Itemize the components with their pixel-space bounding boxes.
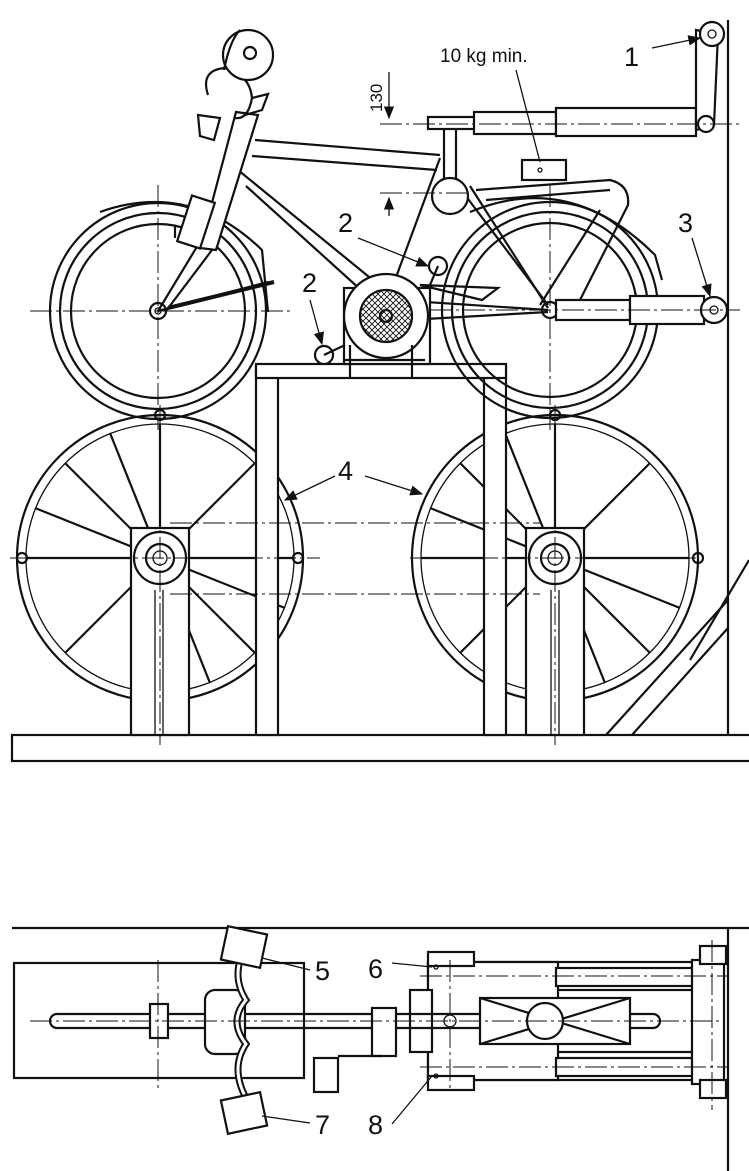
callout-6: 6	[368, 954, 383, 984]
dimension-130: 130	[367, 72, 395, 216]
roller-drum-right	[410, 408, 705, 737]
support-roller-right	[427, 255, 449, 286]
top-view: 5 6 7 8	[12, 924, 749, 1171]
bicycle-fork	[157, 110, 260, 312]
top-center-lines	[30, 940, 728, 1110]
grip-upper	[219, 924, 269, 970]
dimension-label: 130	[367, 84, 386, 112]
callout-7: 7	[315, 1110, 330, 1140]
seat-post	[426, 115, 478, 216]
grip-lower	[219, 1090, 269, 1136]
rear-rack	[475, 158, 630, 306]
callout-1: 1	[624, 42, 639, 72]
upper-restraint-arm	[472, 20, 726, 138]
side-view: 130 1 10 kg min. 2 2 3 4	[10, 20, 749, 763]
support-wall	[605, 20, 749, 736]
base-plate	[10, 733, 749, 763]
callout-5: 5	[315, 956, 330, 986]
callout-2-lower: 2	[302, 268, 317, 298]
callout-3: 3	[678, 208, 693, 238]
motor-table	[254, 362, 508, 737]
callout-2-upper: 2	[338, 208, 353, 238]
top-leader-lines	[261, 957, 433, 1125]
weight-block	[520, 158, 568, 182]
handlebar-dummy	[196, 28, 275, 142]
support-roller-left	[313, 344, 346, 366]
leader-lines	[283, 35, 712, 501]
center-lines	[10, 123, 740, 745]
bicycle-frame	[157, 138, 549, 322]
callout-4: 4	[338, 456, 353, 486]
callout-8: 8	[368, 1110, 383, 1140]
weight-label: 10 kg min.	[440, 46, 528, 67]
drive-motor	[342, 272, 432, 378]
